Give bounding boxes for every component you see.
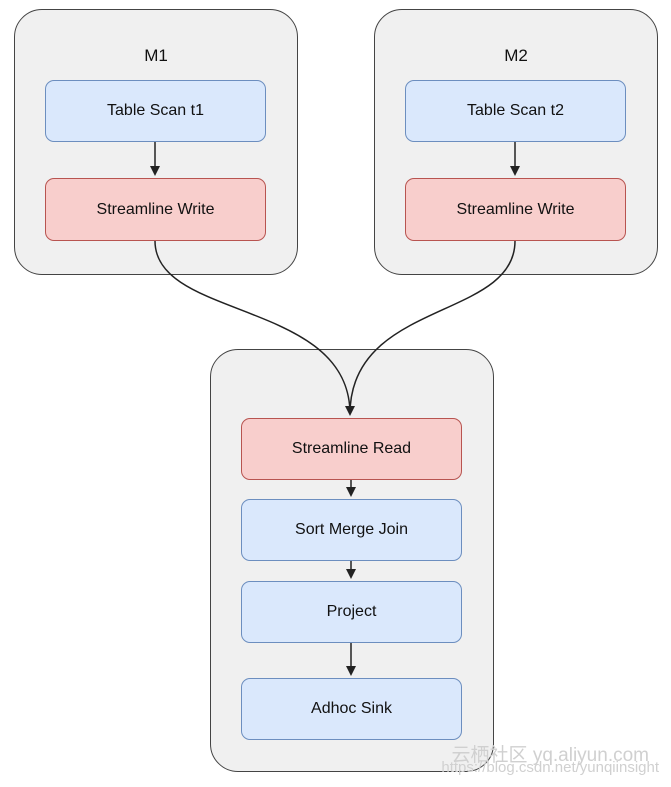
group-m1-title: M1 <box>144 46 168 65</box>
table-scan-t1-node[interactable]: Table Scan t1 <box>45 80 266 142</box>
project-node[interactable]: Project <box>241 581 462 643</box>
watermark-url: https://blog.csdn.net/yunqiinsight <box>441 759 659 776</box>
table-scan-t2-node[interactable]: Table Scan t2 <box>405 80 626 142</box>
streamline-write-m1-node[interactable]: Streamline Write <box>45 178 266 241</box>
group-m2-title: M2 <box>504 46 528 65</box>
watermark-brand: 云栖社区 yq.aliyun.com <box>451 745 649 766</box>
adhoc-sink-node[interactable]: Adhoc Sink <box>241 678 462 740</box>
sort-merge-join-node[interactable]: Sort Merge Join <box>241 499 462 561</box>
streamline-read-node[interactable]: Streamline Read <box>241 418 462 480</box>
streamline-write-m2-node[interactable]: Streamline Write <box>405 178 626 241</box>
